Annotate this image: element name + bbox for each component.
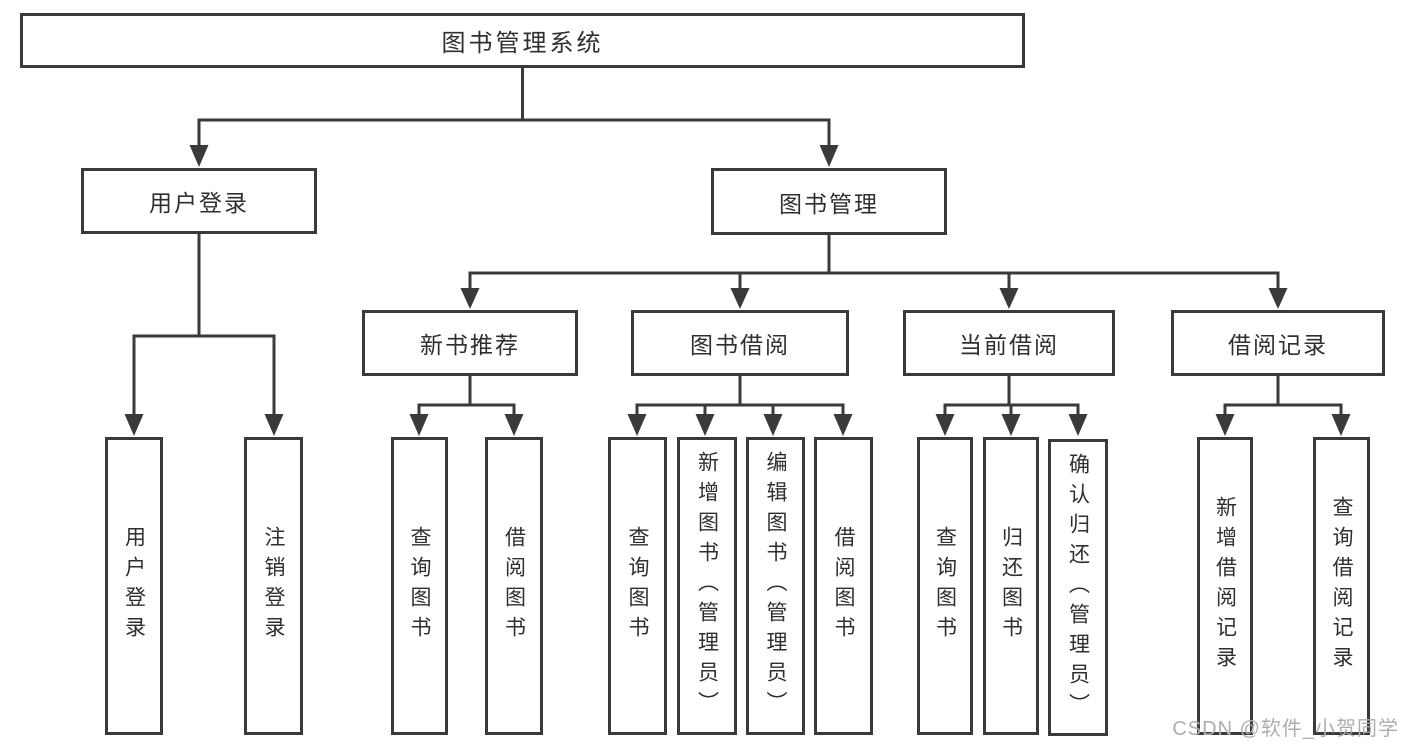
node-label: 图书借阅 <box>690 332 790 358</box>
leaf-newbook-query-books: 查询图书 <box>391 437 448 735</box>
arrowheads <box>124 145 1351 436</box>
node-label: 注销登录 <box>262 526 285 646</box>
leaf-borrowing-add-books-admin: 新增图书（管理员） <box>677 437 737 735</box>
node-label: 确认归还（管理员） <box>1066 452 1090 723</box>
leaf-records-add-record: 新增借阅记录 <box>1197 437 1253 735</box>
node-label: 用户登录 <box>122 526 146 646</box>
node-current-borrow: 当前借阅 <box>903 310 1115 376</box>
node-label: 图书管理系统 <box>441 30 604 57</box>
node-user-login: 用户登录 <box>81 168 317 234</box>
leaf-user-login: 用户登录 <box>105 437 163 735</box>
node-new-book-recommend: 新书推荐 <box>362 310 578 376</box>
leaf-records-query-record: 查询借阅记录 <box>1313 437 1370 735</box>
leaf-current-confirm-return-admin: 确认归还（管理员） <box>1048 439 1108 736</box>
node-label: 用户登录 <box>149 190 249 216</box>
node-label: 新书推荐 <box>420 332 520 358</box>
node-label: 借阅记录 <box>1228 332 1328 358</box>
node-label: 查询图书 <box>933 526 957 646</box>
csdn-watermark: CSDN @软件_小贺同学 <box>1172 718 1399 740</box>
node-label: 编辑图书（管理员） <box>764 451 787 721</box>
leaf-borrowing-edit-books-admin: 编辑图书（管理员） <box>746 437 805 735</box>
leaf-borrowing-borrow-books: 借阅图书 <box>814 437 873 735</box>
node-borrow-records: 借阅记录 <box>1171 310 1385 376</box>
node-label: 新增图书（管理员） <box>695 451 719 721</box>
node-label: 借阅图书 <box>502 526 526 646</box>
leaf-newbook-borrow-books: 借阅图书 <box>485 437 543 735</box>
node-label: 当前借阅 <box>959 332 1059 358</box>
node-label: 查询图书 <box>408 526 431 646</box>
node-label: 新增借阅记录 <box>1213 496 1237 676</box>
node-library-management-system: 图书管理系统 <box>20 13 1025 68</box>
node-label: 查询图书 <box>626 526 649 646</box>
node-book-management: 图书管理 <box>711 168 947 235</box>
leaf-current-query-books: 查询图书 <box>917 437 973 735</box>
leaf-borrowing-query-books: 查询图书 <box>608 437 667 735</box>
node-book-borrowing: 图书借阅 <box>631 310 849 376</box>
node-label: 查询借阅记录 <box>1330 496 1353 676</box>
node-label: 图书管理 <box>779 190 879 217</box>
node-label: 借阅图书 <box>832 526 855 646</box>
node-label: 归还图书 <box>999 526 1023 646</box>
leaf-logout-login: 注销登录 <box>244 437 303 735</box>
leaf-current-return-books: 归还图书 <box>983 437 1039 735</box>
